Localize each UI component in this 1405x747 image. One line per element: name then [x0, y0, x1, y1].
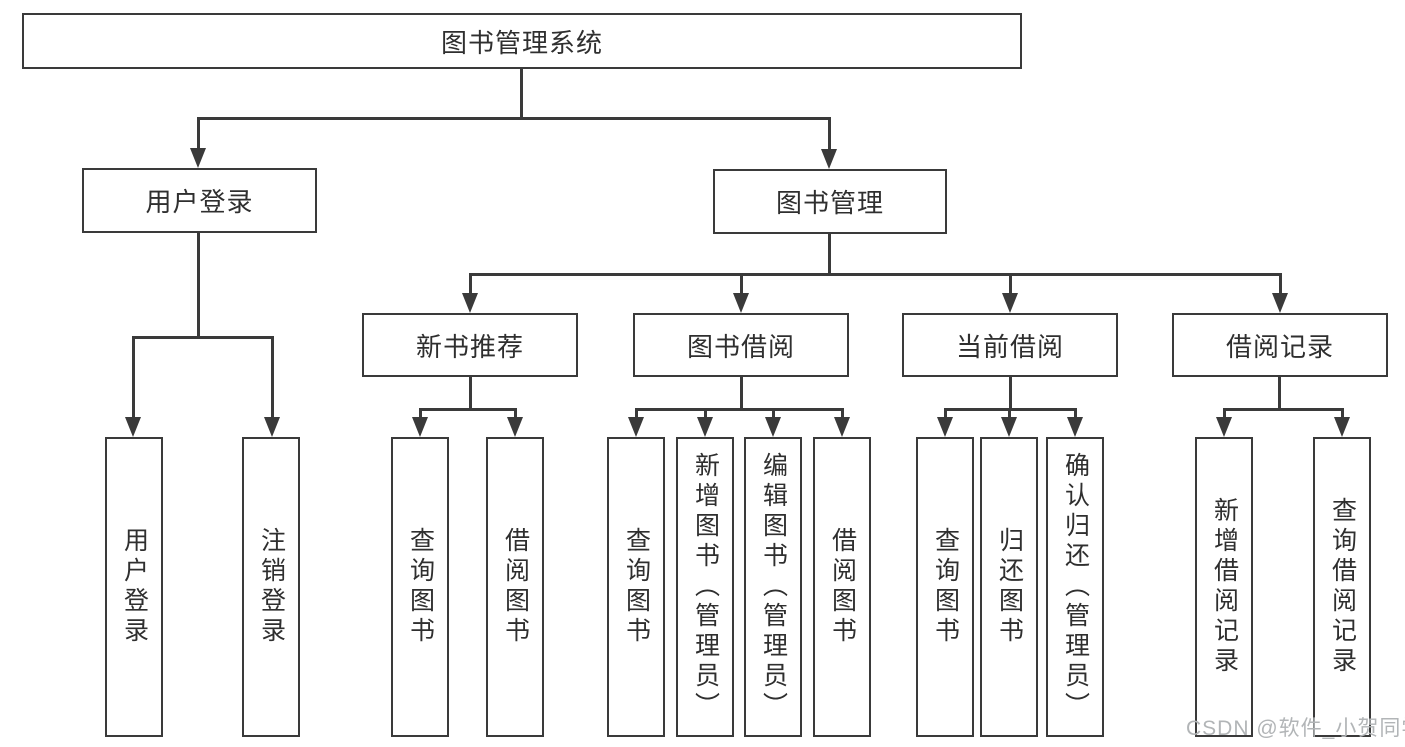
leaf-edit-book-admin-label: 编辑图书（管理员）: [759, 452, 788, 722]
connector-line: [1279, 273, 1282, 295]
leaf-query-book-recommend: 查询图书: [391, 437, 449, 737]
connector-line: [740, 273, 743, 295]
arrow-down-icon: [462, 293, 478, 313]
arrow-down-icon: [821, 149, 837, 169]
arrow-down-icon: [190, 148, 206, 168]
connector-line: [704, 408, 707, 419]
arrow-down-icon: [1334, 417, 1350, 437]
leaf-borrow-book: 借阅图书: [813, 437, 871, 737]
leaf-user-login-label: 用户登录: [120, 527, 149, 647]
node-current-borrow: 当前借阅: [902, 313, 1118, 377]
arrow-down-icon: [937, 417, 953, 437]
connector-line: [197, 117, 200, 150]
connector-line: [828, 117, 831, 150]
leaf-edit-book-admin: 编辑图书（管理员）: [744, 437, 802, 737]
connector-line: [197, 117, 831, 120]
connector-line: [469, 273, 1282, 276]
arrow-down-icon: [412, 417, 428, 437]
node-borrow-record-label: 借阅记录: [1225, 331, 1334, 362]
connector-line: [841, 408, 844, 419]
connector-line: [1278, 377, 1281, 411]
leaf-user-login: 用户登录: [105, 437, 163, 737]
leaf-query-book-borrow: 查询图书: [607, 437, 665, 737]
leaf-borrow-book-label: 借阅图书: [828, 527, 857, 647]
connector-line: [1074, 408, 1077, 419]
connector-line: [944, 408, 947, 419]
arrow-down-icon: [697, 417, 713, 437]
node-root: 图书管理系统: [22, 13, 1022, 69]
leaf-add-borrow-record-label: 新增借阅记录: [1210, 497, 1239, 677]
connector-line: [419, 408, 422, 419]
leaf-query-book-current: 查询图书: [916, 437, 974, 737]
connector-line: [740, 377, 743, 411]
connector-line: [1223, 408, 1226, 419]
node-book-borrow: 图书借阅: [633, 313, 849, 377]
leaf-add-borrow-record: 新增借阅记录: [1195, 437, 1253, 737]
arrow-down-icon: [264, 417, 280, 437]
node-current-borrow-label: 当前借阅: [955, 331, 1064, 362]
connector-line: [1008, 408, 1011, 419]
connector-line: [828, 234, 831, 276]
node-user-login: 用户登录: [82, 168, 317, 233]
node-user-login-label: 用户登录: [145, 187, 254, 217]
node-root-label: 图书管理系统: [440, 27, 603, 58]
leaf-query-book-current-label: 查询图书: [931, 527, 960, 647]
leaf-confirm-return-admin: 确认归还（管理员）: [1046, 437, 1104, 737]
arrow-down-icon: [733, 293, 749, 313]
leaf-confirm-return-admin-label: 确认归还（管理员）: [1061, 452, 1090, 722]
connector-line: [635, 408, 638, 419]
leaf-logout-login: 注销登录: [242, 437, 300, 737]
leaf-query-borrow-record-label: 查询借阅记录: [1328, 497, 1357, 677]
connector-line: [419, 408, 517, 411]
node-book-borrow-label: 图书借阅: [686, 331, 795, 362]
node-new-book-recommend: 新书推荐: [362, 313, 578, 377]
arrow-down-icon: [834, 417, 850, 437]
connector-line: [772, 408, 775, 419]
arrow-down-icon: [125, 417, 141, 437]
leaf-return-book-label: 归还图书: [995, 527, 1024, 647]
arrow-down-icon: [1272, 293, 1288, 313]
arrow-down-icon: [765, 417, 781, 437]
leaf-borrow-book-recommend-label: 借阅图书: [501, 527, 530, 647]
leaf-logout-login-label: 注销登录: [257, 527, 286, 647]
leaf-return-book: 归还图书: [980, 437, 1038, 737]
connector-line: [1341, 408, 1344, 419]
connector-line: [1223, 408, 1344, 411]
node-book-management-label: 图书管理: [775, 188, 884, 218]
leaf-query-borrow-record: 查询借阅记录: [1313, 437, 1371, 737]
connector-line: [520, 69, 523, 120]
arrow-down-icon: [1067, 417, 1083, 437]
connector-line: [635, 408, 844, 411]
connector-line: [1009, 377, 1012, 411]
connector-line: [271, 336, 274, 419]
node-borrow-record: 借阅记录: [1172, 313, 1388, 377]
arrow-down-icon: [1002, 293, 1018, 313]
leaf-query-book-borrow-label: 查询图书: [622, 527, 651, 647]
node-book-management: 图书管理: [713, 169, 947, 234]
connector-line: [197, 233, 200, 339]
arrow-down-icon: [1001, 417, 1017, 437]
connector-line: [132, 336, 135, 419]
connector-line: [514, 408, 517, 419]
leaf-borrow-book-recommend: 借阅图书: [486, 437, 544, 737]
connector-line: [1009, 273, 1012, 295]
connector-line: [132, 336, 273, 339]
connector-line: [469, 377, 472, 411]
leaf-query-book-recommend-label: 查询图书: [406, 527, 435, 647]
node-new-book-recommend-label: 新书推荐: [415, 331, 524, 362]
arrow-down-icon: [628, 417, 644, 437]
arrow-down-icon: [507, 417, 523, 437]
leaf-add-book-admin: 新增图书（管理员）: [676, 437, 734, 737]
csdn-watermark: CSDN @软件_小贺同学: [1186, 717, 1405, 740]
leaf-add-book-admin-label: 新增图书（管理员）: [691, 452, 720, 722]
connector-line: [469, 273, 472, 295]
arrow-down-icon: [1216, 417, 1232, 437]
